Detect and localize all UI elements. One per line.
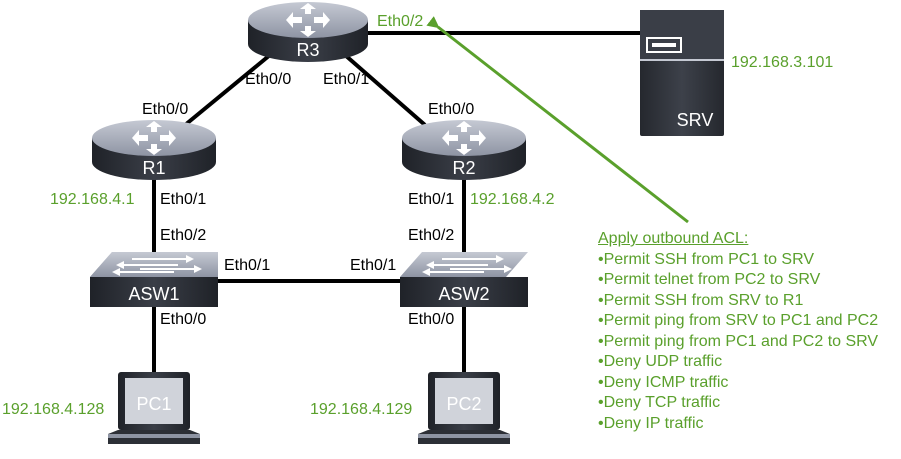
acl-title: Apply outbound ACL: [598,230,749,247]
laptop-icon [108,372,200,444]
acl-rule: Deny ICMP traffic [598,373,878,394]
acl-arrow [426,16,689,224]
acl-rule: Permit SSH from SRV to R1 [598,291,878,312]
address-pc2: 192.168.4.129 [310,401,413,418]
interface-asw2-eth02: Eth0/2 [408,227,455,244]
laptop-icon [418,372,510,444]
interface-asw1-eth01: Eth0/1 [224,257,271,274]
links [152,31,640,375]
acl-rule: Deny IP traffic [598,414,878,435]
interface-r1-eth01: Eth0/1 [160,191,207,208]
switch-asw1[interactable] [90,252,218,307]
router-r2[interactable] [402,120,526,180]
router-icon [248,2,368,62]
switch-asw2-label: ASW2 [438,284,490,304]
address-r2: 192.168.4.2 [470,191,555,208]
switch-icon [90,252,218,307]
server-icon [640,10,724,136]
laptop-pc1-label: PC1 [136,394,172,414]
server-srv-label: SRV [676,110,714,130]
acl-rule: Permit SSH from PC1 to SRV [598,250,878,271]
acl-rule: Deny UDP traffic [598,352,878,373]
laptop-pc2-label: PC2 [446,394,482,414]
router-r1-label: R1 [142,158,166,178]
router-r2-label: R2 [452,158,476,178]
acl-rule: Deny TCP traffic [598,393,878,414]
interface-r1-eth00: Eth0/0 [142,101,189,118]
router-icon [92,120,216,180]
switch-asw1-label: ASW1 [128,284,180,304]
address-srv: 192.168.3.101 [731,54,834,71]
interface-r3-eth01: Eth0/1 [323,71,370,88]
laptop-pc1[interactable] [108,372,200,444]
interface-r2-eth00: Eth0/0 [428,101,475,118]
acl-rule: Permit telnet from PC2 to SRV [598,270,878,291]
interface-r2-eth01: Eth0/1 [408,191,455,208]
interface-asw1-eth00: Eth0/0 [160,311,207,328]
router-r3[interactable] [248,2,368,62]
server-srv[interactable] [640,10,724,136]
address-r1: 192.168.4.1 [50,191,135,208]
laptop-pc2[interactable] [418,372,510,444]
link-r3-r1 [183,53,272,127]
acl-annotation: Apply outbound ACL: Permit SSH from PC1 … [598,229,878,434]
address-pc1: 192.168.4.128 [2,401,105,418]
switch-asw2[interactable] [400,252,528,307]
interface-asw1-eth02: Eth0/2 [160,227,207,244]
interface-r3-eth00: Eth0/0 [245,71,292,88]
interface-asw2-eth01: Eth0/1 [350,257,397,274]
router-icon [402,120,526,180]
router-r3-label: R3 [296,40,320,60]
router-r1[interactable] [92,120,216,180]
link-r3-r2 [343,53,427,127]
acl-rule: Permit ping from SRV to PC1 and PC2 [598,311,879,332]
switch-icon [400,252,528,307]
interface-asw2-eth00: Eth0/0 [408,311,455,328]
acl-rule: Permit ping from PC1 and PC2 to SRV [598,332,879,353]
interface-r3-eth02: Eth0/2 [377,13,424,30]
acl-rule-list: Permit SSH from PC1 to SRV Permit telnet… [598,250,879,435]
